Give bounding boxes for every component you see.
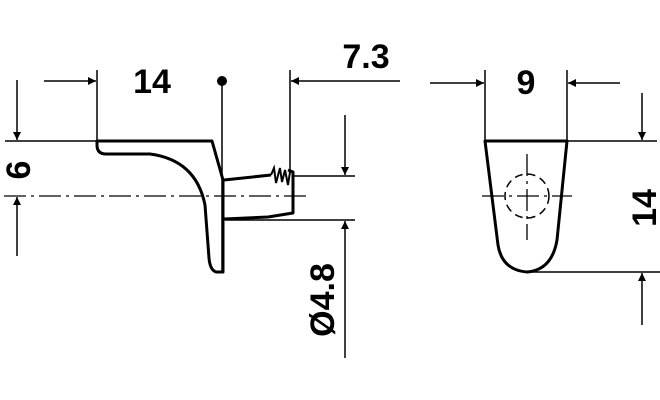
reference-dot: [217, 76, 227, 86]
hidden-pin-circle: [504, 173, 550, 219]
shelf-support-outline: [95, 139, 225, 274]
side-view: 14 7.3 6 Ø4.8: [0, 38, 400, 358]
front-view: 9 14: [430, 64, 660, 325]
front-outline: [483, 139, 569, 274]
pin-thread: [270, 164, 291, 186]
dimension-pin-diameter: Ø4.8: [304, 263, 342, 337]
dimension-pin-length: 7.3: [342, 38, 389, 76]
dimension-front-height: 14: [626, 189, 660, 227]
dimension-width: 14: [133, 63, 171, 101]
pin-outline: [223, 168, 295, 221]
dimension-front-width: 9: [517, 64, 536, 102]
dimension-height: 6: [0, 161, 38, 180]
